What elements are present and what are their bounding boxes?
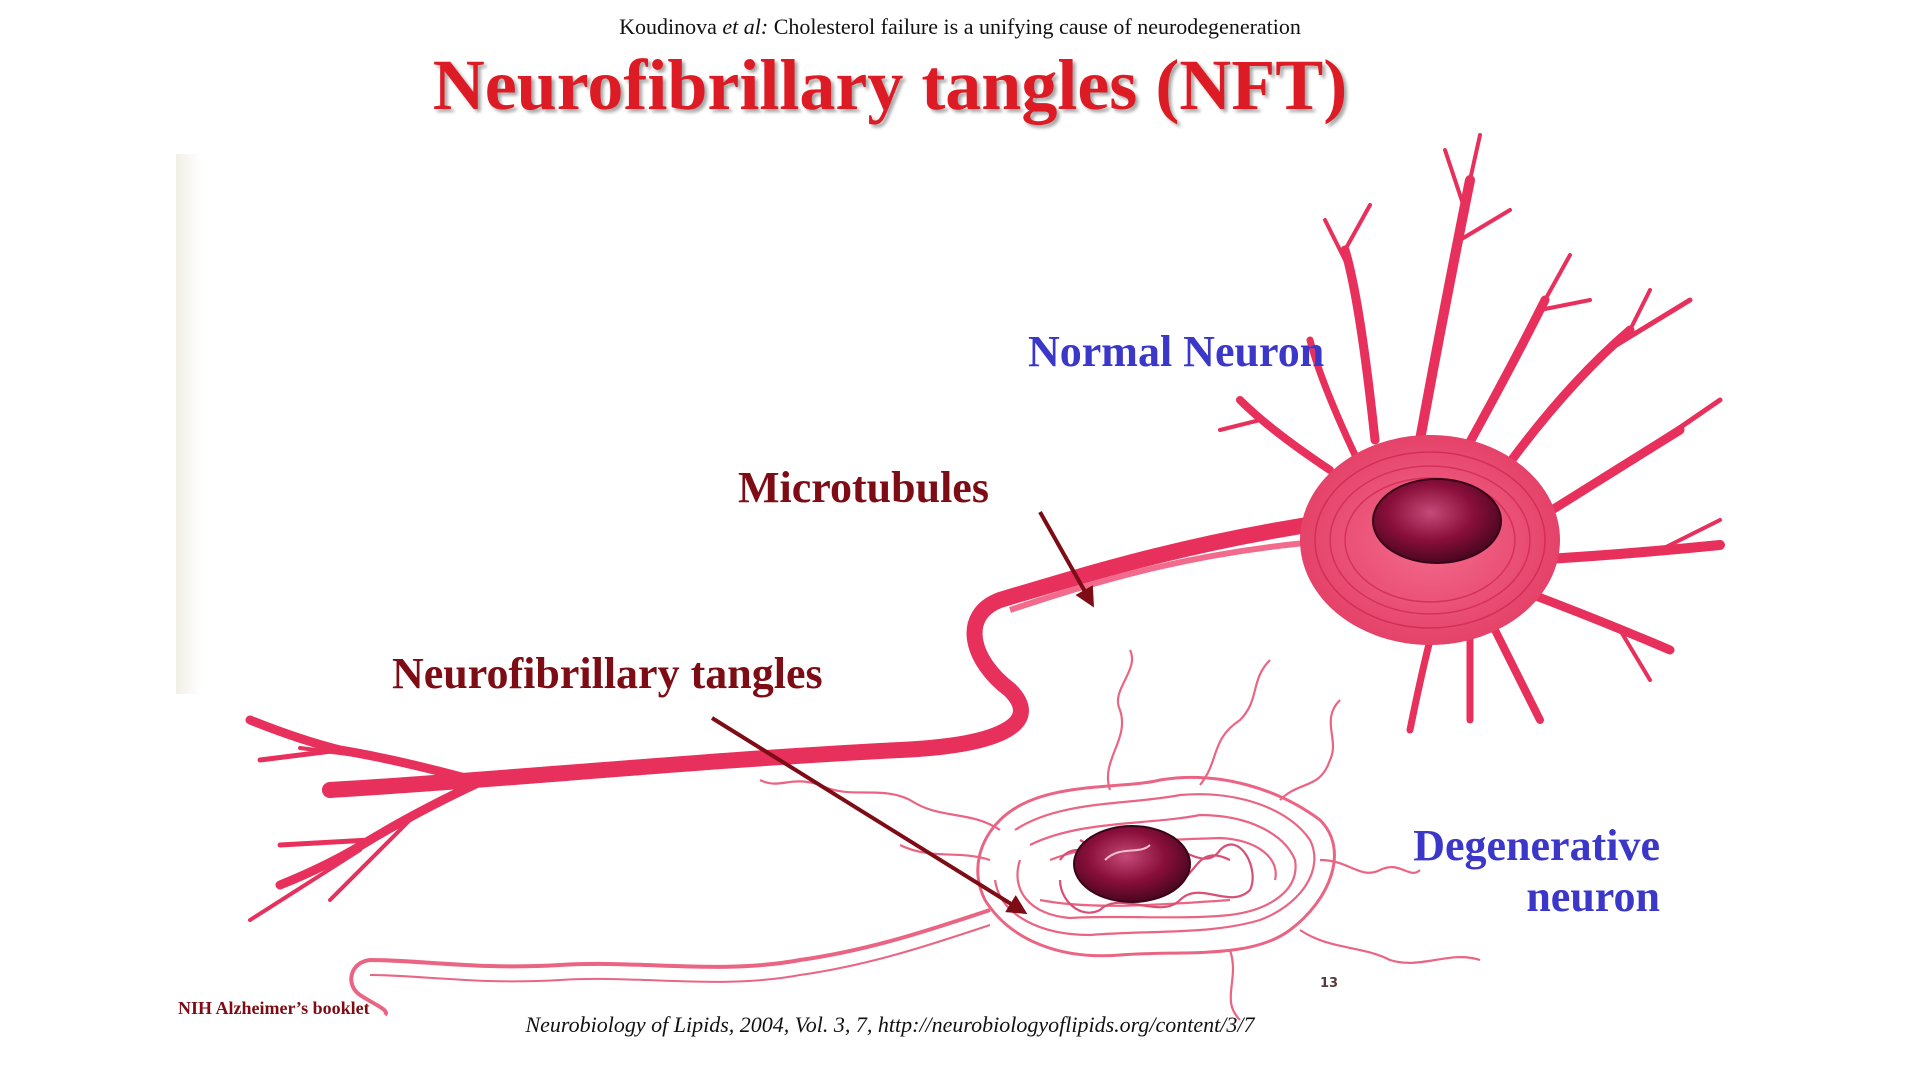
degenerative-nucleus (1073, 825, 1191, 903)
header-subtitle: Cholesterol failure is a unifying cause … (773, 14, 1301, 39)
header-etal: et al: (722, 14, 769, 39)
page-number: 13 (1320, 976, 1339, 991)
source-booklet: NIH Alzheimer’s booklet (178, 998, 370, 1018)
header-citation: Koudinova et al: Cholesterol failure is … (0, 14, 1920, 40)
label-microtubules: Microtubules (738, 463, 989, 512)
degenerative-neuron (349, 649, 1481, 1021)
normal-neuron (245, 133, 1725, 922)
slide-title: Neurofibrillary tangles (NFT) (432, 45, 1348, 125)
header-author: Koudinova (619, 14, 717, 39)
label-degenerative: Degenerative neuron (1385, 820, 1660, 922)
citation: Neurobiology of Lipids, 2004, Vol. 3, 7,… (525, 1012, 1255, 1037)
panel-edge (176, 154, 202, 694)
normal-nucleus (1372, 478, 1502, 564)
label-neurofibrillary-tangles: Neurofibrillary tangles (392, 649, 823, 698)
microtubules-arrow (1038, 511, 1094, 608)
label-degenerative-line2: neuron (1526, 872, 1660, 921)
label-normal-neuron: Normal Neuron (1028, 327, 1325, 376)
tangles-arrow (710, 716, 1028, 915)
label-degenerative-line1: Degenerative (1413, 821, 1660, 870)
